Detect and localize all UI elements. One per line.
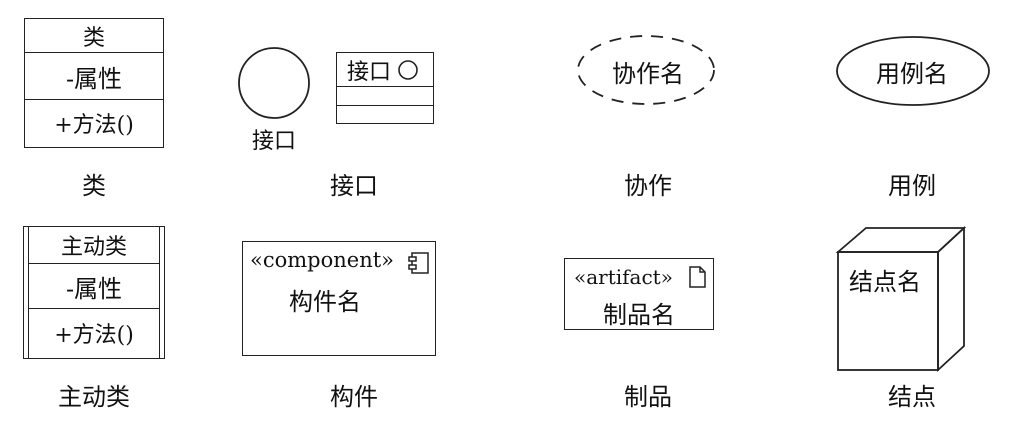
collaboration-caption: 协作 (624, 172, 672, 200)
class-caption: 类 (82, 172, 106, 200)
collaboration-ellipse (577, 35, 715, 105)
interface-box-label: 接口 (347, 59, 392, 85)
component-name: 构件名 (289, 288, 361, 316)
active-class-name: 主动类 (29, 227, 159, 264)
class-name: 类 (25, 19, 163, 53)
circle-icon (398, 59, 418, 80)
artifact-name: 制品名 (603, 301, 675, 329)
interface-box: 接口 (336, 52, 434, 124)
active-class-attribute: -属性 (29, 264, 159, 309)
interface-box-attributes (337, 87, 433, 106)
collaboration-name: 协作名 (612, 60, 684, 88)
interface-caption: 接口 (330, 172, 378, 200)
active-class-caption: 主动类 (58, 383, 130, 411)
artifact-stereotype: «artifact» (574, 265, 673, 289)
component-caption: 构件 (330, 383, 378, 411)
artifact-caption: 制品 (624, 383, 672, 411)
class-method: +方法() (54, 113, 134, 138)
active-class-inner: 主动类 -属性 +方法() (28, 227, 160, 358)
active-class-symbol: 主动类 -属性 +方法() (23, 226, 165, 359)
component-symbol: «component» 构件名 (242, 241, 436, 356)
document-icon (689, 266, 706, 288)
interface-lollipop-icon (238, 47, 310, 119)
use-case-name: 用例名 (876, 60, 948, 88)
use-case-ellipse (836, 36, 990, 106)
artifact-symbol: «artifact» 制品名 (564, 258, 714, 330)
node-cube (835, 225, 967, 373)
component-icon (408, 252, 429, 274)
class-attribute: -属性 (25, 53, 163, 100)
node-name: 结点名 (849, 268, 921, 296)
component-stereotype: «component» (250, 248, 395, 272)
interface-box-header: 接口 (337, 53, 433, 87)
use-case-caption: 用例 (888, 172, 936, 200)
active-class-method: +方法() (54, 322, 134, 348)
class-symbol: 类 -属性 +方法() (24, 18, 164, 148)
interface-lollipop-label: 接口 (252, 129, 297, 154)
node-caption: 结点 (888, 383, 936, 411)
